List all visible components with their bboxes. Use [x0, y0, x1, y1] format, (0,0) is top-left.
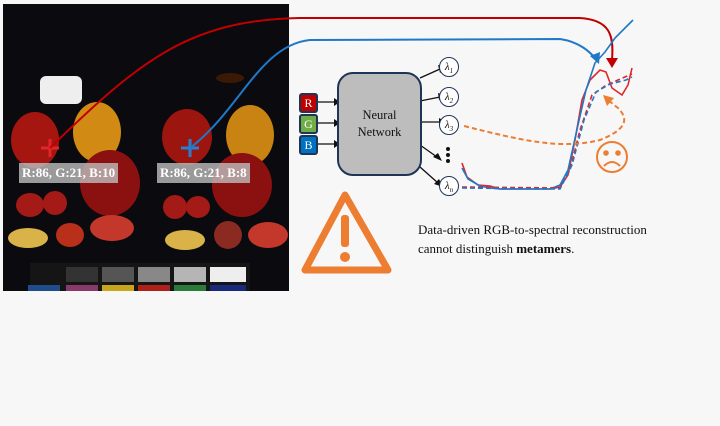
lambda-output-3: λ3	[439, 115, 459, 135]
right-rgb-label: R:86, G:21, B:8	[157, 163, 250, 183]
spectral-curves	[461, 19, 634, 190]
blue-pixel-curve	[189, 37, 598, 149]
lambda-output-2: λ2	[439, 87, 459, 107]
red-arrow-head	[606, 58, 618, 68]
red-pixel-curve	[49, 17, 614, 149]
input-g: G	[299, 114, 318, 134]
caption-bold: metamers	[516, 241, 572, 256]
orange-arrow-head	[603, 95, 614, 106]
orange-dashed-arrow	[463, 99, 626, 145]
caption: Data-driven RGB-to-spectral reconstructi…	[418, 220, 658, 258]
nn-title-2: Network	[357, 125, 402, 139]
sad-face-icon	[596, 141, 628, 173]
lambda-output-1: λ1	[439, 57, 459, 77]
warning-icon	[301, 191, 392, 274]
photo-metamer-scene	[3, 4, 289, 291]
network-arrows	[316, 68, 441, 184]
caption-text: Data-driven RGB-to-spectral reconstructi…	[418, 222, 647, 256]
nn-title-1: Neural	[362, 108, 397, 122]
blue-dashed-spectrum	[461, 76, 633, 190]
caption-end: .	[571, 241, 575, 256]
input-b: B	[299, 135, 318, 155]
red-dashed-spectrum	[461, 73, 633, 189]
input-r: R	[299, 93, 318, 113]
lambda-output-n: λn	[439, 176, 459, 196]
left-rgb-label: R:86, G:21, B:10	[19, 163, 119, 183]
ellipsis-dots	[446, 147, 450, 163]
blue-spectrum	[461, 19, 634, 190]
